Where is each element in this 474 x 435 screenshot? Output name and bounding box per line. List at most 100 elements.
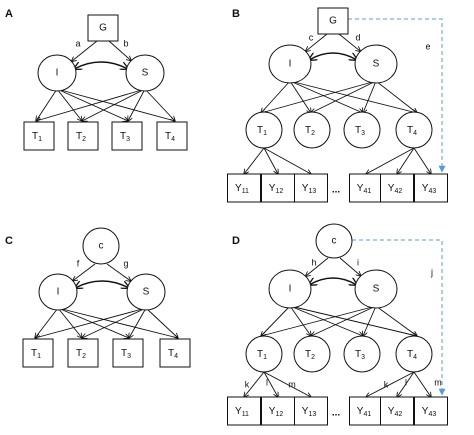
loading-s-t3-D	[363, 305, 377, 336]
loading-i-t2-C	[57, 307, 82, 338]
loading-i-t3-D	[289, 305, 363, 336]
group-node-D	[315, 223, 353, 259]
item-box-y11-B	[227, 173, 261, 203]
item-box-y12-D	[261, 396, 295, 426]
item-label-y11-B: Y11	[235, 183, 249, 195]
indicator-label-t1-C: T1	[31, 348, 41, 360]
indicator-ellipse-t1-D	[245, 335, 283, 373]
latent-label-slope-B: S	[373, 59, 380, 70]
path-label-j-D: j	[430, 267, 433, 277]
loading-s-t1-D	[261, 305, 377, 336]
indicator-box-t3-A	[111, 121, 143, 151]
path-g-to-intercept-D	[306, 257, 329, 276]
loading-s-t2-A	[82, 88, 146, 121]
path-label-l-right-D: l	[405, 377, 407, 387]
item-label-y41-B: Y41	[357, 183, 372, 195]
loading-i-t4-B	[289, 80, 417, 113]
indicator-label-t1-B: T1	[257, 125, 267, 137]
latent-slope-A	[125, 54, 165, 92]
loading-i-t2-D	[289, 305, 311, 336]
loading-s-t2-D	[311, 305, 377, 336]
indicator-label-t2-B: T2	[305, 125, 315, 137]
indicator-box-t2-C	[67, 338, 99, 368]
indicator-ellipse-t3-B	[343, 111, 381, 149]
latent-slope-B	[354, 44, 398, 84]
loading-t4-y41-B	[366, 147, 415, 174]
loading-s-t3-C	[129, 307, 147, 338]
indicator-ellipse-t4-D	[395, 335, 433, 373]
indicator-label-t4-D: T4	[407, 349, 417, 361]
item-label-y42-B: Y42	[388, 183, 403, 195]
item-box-y42-D	[380, 396, 414, 426]
latent-intercept-C	[38, 273, 78, 311]
covariance-arrow-C	[75, 280, 129, 288]
panel-label-C: C	[5, 235, 13, 247]
path-c-to-y43-dashed-D	[352, 239, 446, 396]
group-label-A: G	[99, 23, 107, 34]
indicator-box-t4-C	[159, 338, 191, 368]
loading-t4-y43-B	[413, 147, 431, 174]
path-label-c-B: c	[309, 32, 314, 42]
loading-t1-y11-D	[244, 371, 265, 397]
indicator-box-t2-A	[67, 121, 99, 151]
indicator-ellipse-t2-B	[293, 111, 331, 149]
item-label-y12-B: Y12	[269, 183, 284, 195]
loading-t1-y13-D	[263, 371, 311, 397]
indicator-box-t1-C	[22, 338, 54, 368]
path-label-k-left-D: k	[245, 379, 250, 389]
path-label-b-A: b	[123, 38, 128, 48]
indicator-label-t3-D: T3	[355, 349, 365, 361]
path-label-h-D: h	[311, 257, 316, 267]
group-node-A	[87, 14, 119, 42]
group-node-C	[82, 227, 120, 265]
loading-s-t3-B	[363, 80, 377, 113]
item-label-y41-D: Y41	[357, 406, 372, 418]
loading-t4-y42-D	[397, 371, 415, 397]
indicator-label-t2-A: T2	[76, 131, 86, 143]
panel-label-A: A	[5, 8, 13, 20]
loading-s-t4-D	[375, 305, 417, 336]
path-label-d-B: d	[355, 32, 360, 42]
item-box-y42-B	[380, 173, 414, 203]
loading-i-t2-B	[289, 80, 311, 113]
item-label-y11-D: Y11	[235, 406, 249, 418]
path-g-to-slope-B	[338, 33, 360, 51]
indicator-label-t4-C: T4	[168, 348, 178, 360]
latent-label-slope-C: S	[143, 287, 150, 298]
loading-s-t3-A	[128, 88, 146, 121]
latent-intercept-D	[268, 269, 312, 309]
loading-i-t3-C	[57, 307, 129, 338]
loading-s-t1-A	[36, 88, 146, 121]
item-box-y11-D	[227, 396, 261, 426]
loading-s-t4-C	[145, 307, 178, 338]
path-g-to-intercept-A	[72, 40, 98, 61]
latent-intercept-A	[37, 54, 77, 92]
indicator-ellipse-t2-D	[293, 335, 331, 373]
latent-intercept-B	[268, 44, 312, 84]
indicator-ellipse-t4-B	[395, 111, 433, 149]
loading-s-t2-C	[82, 307, 147, 338]
loading-t4-y43-D	[413, 371, 431, 397]
latent-slope-D	[354, 269, 398, 309]
panel-label-D: D	[232, 235, 240, 247]
group-label-D: c	[332, 236, 337, 247]
latent-slope-C	[126, 273, 166, 311]
item-box-y43-B	[414, 173, 448, 203]
path-label-l-left-D: l	[266, 377, 268, 387]
item-box-y43-D	[414, 396, 448, 426]
latent-label-slope-D: S	[373, 284, 380, 295]
loading-s-t4-B	[375, 80, 417, 113]
indicator-box-t1-A	[23, 121, 55, 151]
loading-i-t1-D	[261, 305, 291, 336]
ellipsis-B: ...	[332, 185, 341, 196]
loading-t1-y12-D	[263, 371, 278, 397]
indicator-label-t2-D: T2	[305, 349, 315, 361]
path-label-g-C: g	[123, 258, 128, 268]
latent-label-intercept-D: I	[289, 284, 292, 295]
loading-i-t4-C	[57, 307, 178, 338]
indicator-label-t3-A: T3	[120, 131, 130, 143]
path-label-m-left-D: m	[288, 379, 296, 389]
path-label-m-right-D: m	[434, 377, 442, 387]
indicator-ellipse-t1-B	[245, 111, 283, 149]
